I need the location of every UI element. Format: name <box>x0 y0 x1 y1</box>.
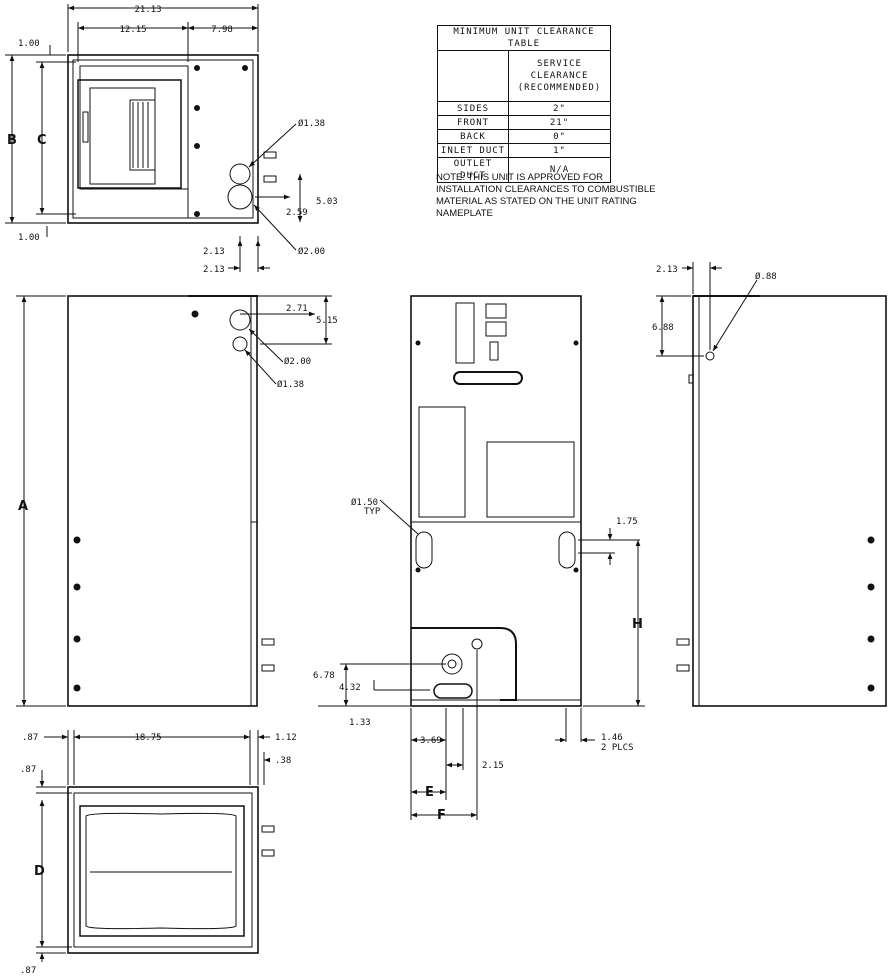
label-c: C <box>37 133 47 148</box>
label-e: E <box>425 785 434 800</box>
clearance-table-header-row: SERVICE CLEARANCE (RECOMMENDED) <box>437 50 611 102</box>
table-row: INLET DUCT 1" <box>437 143 611 158</box>
dim-87-bottom: .87 <box>20 966 36 976</box>
row-label: FRONT <box>437 115 509 130</box>
clearance-table-blank-cell <box>437 50 509 102</box>
dim-dia-lower: Ø2.00 <box>298 246 325 257</box>
side-view-right <box>676 295 887 707</box>
dim-left-margin: 1.00 <box>18 39 40 49</box>
label-f: F <box>437 808 446 823</box>
dim-offset-259: 2.59 <box>286 208 308 218</box>
dim-offset-271: 2.71 <box>286 304 308 314</box>
dim-dia-150: Ø1.50 <box>351 497 378 508</box>
dim-688: 6.88 <box>652 323 674 333</box>
row-value: 1" <box>508 143 611 158</box>
label-b: B <box>7 133 17 148</box>
dim-213-right: 2.13 <box>656 265 678 275</box>
dim-215: 2.15 <box>482 761 504 771</box>
dim-overall-width: 21.13 <box>134 5 161 15</box>
label-h: H <box>632 617 643 632</box>
table-row: FRONT 21" <box>437 115 611 130</box>
row-value: 21" <box>508 115 611 130</box>
installation-note: NOTE: THIS UNIT IS APPROVED FOR INSTALLA… <box>436 172 656 219</box>
label-d: D <box>34 864 45 879</box>
row-label: SIDES <box>437 101 509 116</box>
label-a: A <box>18 499 28 514</box>
dim-dia-upper: Ø1.38 <box>298 118 325 129</box>
bottom-view <box>67 786 275 954</box>
row-label: BACK <box>437 129 509 144</box>
dim-bottom-margin: 1.00 <box>18 233 40 243</box>
row-value: N/A <box>508 157 611 183</box>
side-view-left <box>67 295 275 707</box>
dim-offset-213-top: 2.13 <box>203 247 225 257</box>
clearance-table: MINIMUM UNIT CLEARANCE TABLE SERVICE CLE… <box>437 25 611 183</box>
clearance-table-header: SERVICE CLEARANCE (RECOMMENDED) <box>508 50 611 102</box>
dim-87-top: .87 <box>20 765 36 775</box>
row-label: OUTLET DUCT <box>437 157 509 183</box>
table-row: OUTLET DUCT N/A <box>437 157 611 183</box>
dim-112: 1.12 <box>275 733 297 743</box>
dim-dia-88: Ø.88 <box>755 271 777 282</box>
dim-typ: TYP <box>364 507 381 517</box>
dim-87-left: .87 <box>22 733 38 743</box>
dim-133: 1.33 <box>349 718 371 728</box>
row-label: INLET DUCT <box>437 143 509 158</box>
dim-width-1875: 18.75 <box>134 733 161 743</box>
row-value: 2" <box>508 101 611 116</box>
table-row: SIDES 2" <box>437 101 611 116</box>
dim-38: .38 <box>275 756 291 766</box>
top-view <box>67 54 277 224</box>
dim-146: 1.46 <box>601 733 623 743</box>
dim-plcs: 2 PLCS <box>601 743 634 753</box>
dim-height-515: 5.15 <box>316 316 338 326</box>
row-value: 0" <box>508 129 611 144</box>
dim-dia-138: Ø1.38 <box>277 379 304 390</box>
dim-dia-200: Ø2.00 <box>284 356 311 367</box>
front-view <box>410 295 582 707</box>
dim-369: 3.69 <box>420 736 442 746</box>
dim-height-503: 5.03 <box>316 197 338 207</box>
clearance-table-title-row: MINIMUM UNIT CLEARANCE TABLE <box>437 25 611 51</box>
dim-right-span: 7.98 <box>211 25 233 35</box>
dim-432: 4.32 <box>339 683 361 693</box>
dim-left-span: 12.15 <box>119 25 146 35</box>
dim-678: 6.78 <box>313 671 335 681</box>
clearance-table-title: MINIMUM UNIT CLEARANCE TABLE <box>437 25 611 51</box>
dim-offset-213-side: 2.13 <box>203 265 225 275</box>
table-row: BACK 0" <box>437 129 611 144</box>
dim-175: 1.75 <box>616 517 638 527</box>
